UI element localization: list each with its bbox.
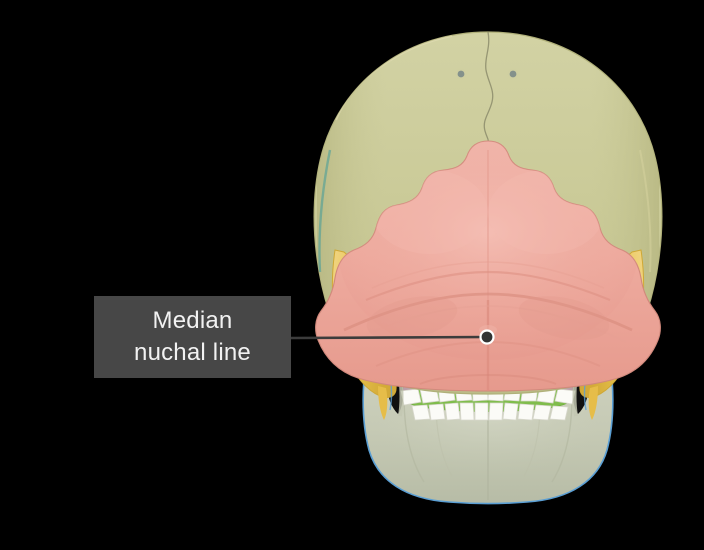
callout-label-line-1: Median	[152, 307, 233, 334]
sagittal-suture	[483, 31, 494, 142]
callout-label-box[interactable]: Median nuchal line	[94, 296, 291, 378]
superior-nuchal-line	[343, 292, 633, 332]
parietal-foramen-right	[509, 70, 517, 78]
lower-teeth	[411, 402, 569, 421]
callout-label-line-2: nuchal line	[134, 339, 251, 366]
parietal-foramen-left	[457, 70, 465, 78]
